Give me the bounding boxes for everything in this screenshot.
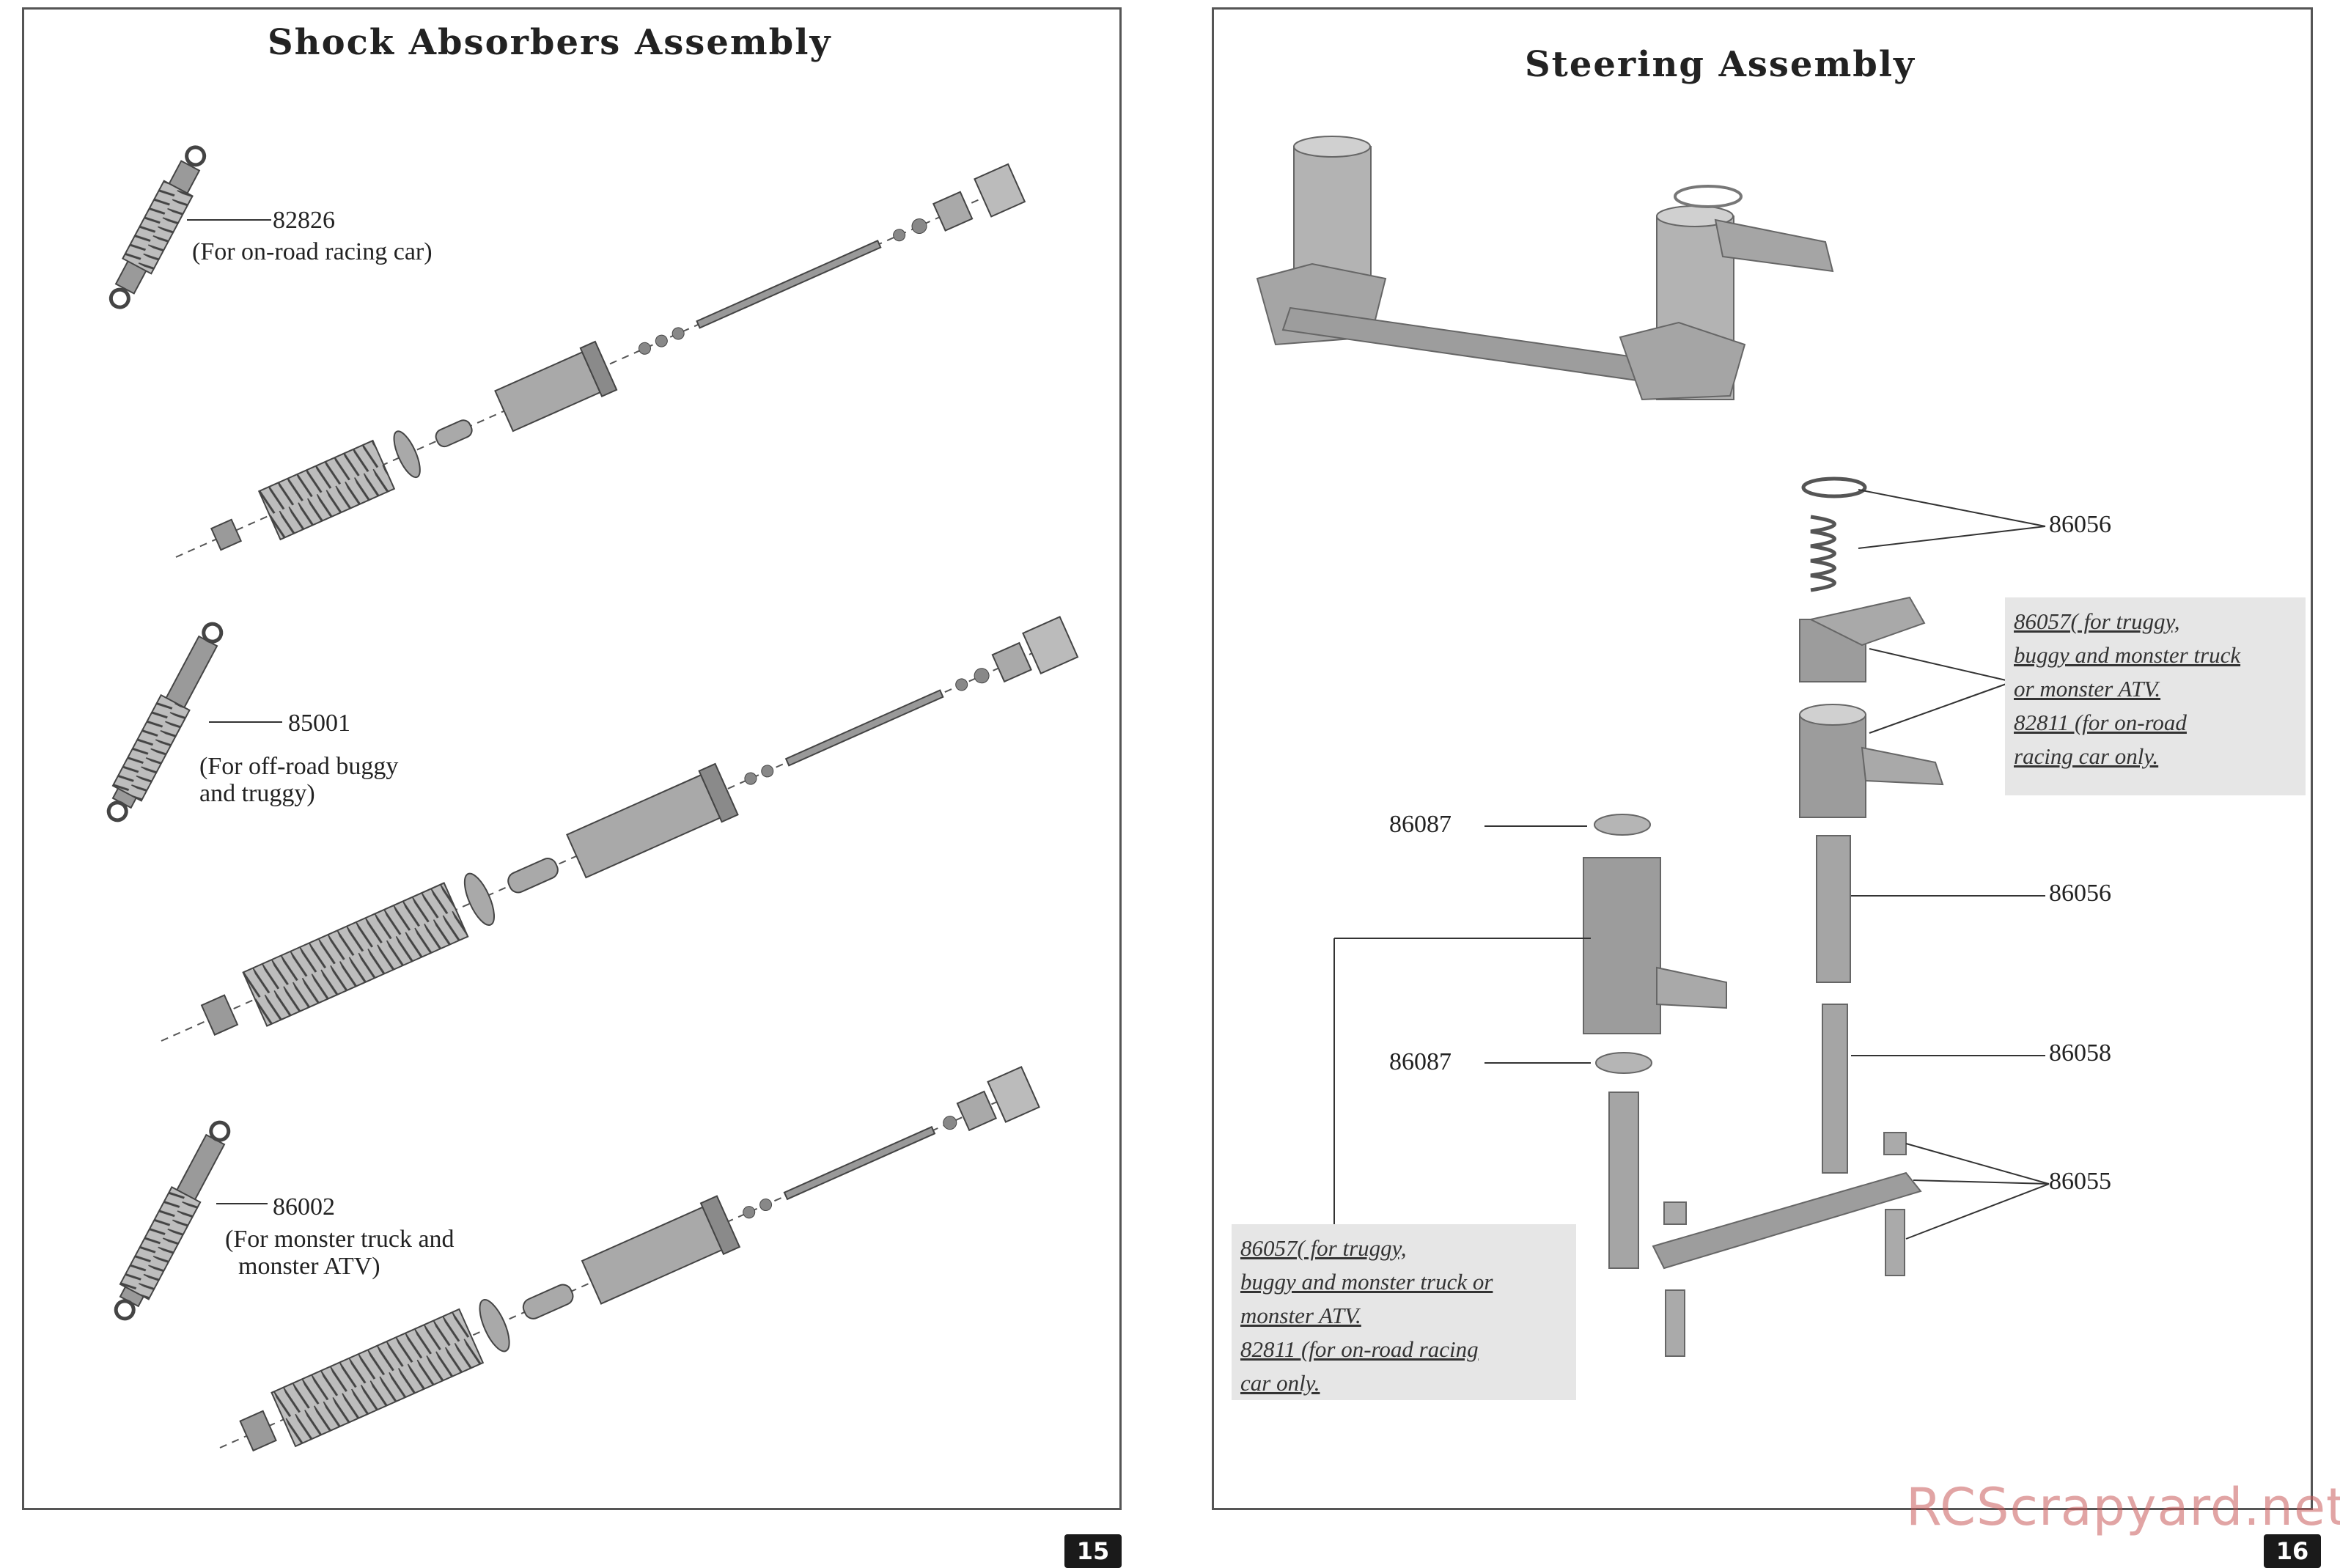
shock-absorbers-title: Shock Absorbers Assembly [268,22,832,63]
part-desc-86002-line1: (For monster truck and [225,1226,455,1253]
note-top-line-3: or monster ATV. [2014,676,2161,702]
note-top-line-5: racing car only. [2014,743,2159,769]
steering-assembled [1256,136,1834,401]
part-label-86058: 86058 [2049,1039,2111,1067]
steering-assembly-title: Steering Assembly [1525,44,1916,85]
leader-lines [1333,489,2050,1240]
page-number-left: 15 [1064,1534,1122,1568]
note-box-bottom: 86057( for truggy, buggy and monster tru… [1232,1224,1576,1400]
note-bottom-line-2: buggy and monster truck or [1240,1269,1493,1295]
note-top-line-1: 86057( for truggy, [2014,608,2180,634]
shock-icon-85001 [106,622,224,822]
watermark: RCScrapyard.net [1906,1477,2340,1537]
part-label-86055: 86055 [2049,1168,2111,1195]
steering-exploded [1583,476,1944,1357]
shock-3-exploded [219,1066,1040,1452]
note-bottom-line-1: 86057( for truggy, [1240,1235,1407,1261]
shock-2-exploded [161,616,1079,1042]
left-page-frame [22,7,1122,1510]
part-label-86056-post: 86056 [2049,880,2111,907]
part-desc-82826: (For on-road racing car) [192,238,433,265]
shock-1-exploded [175,163,1026,558]
part-label-82826: 82826 [273,207,335,234]
note-bottom-line-4: 82811 (for on-road racing [1240,1336,1479,1362]
note-top-line-2: buggy and monster truck [2014,642,2241,668]
part-desc-86002-line2: monster ATV) [238,1253,380,1280]
note-bottom-line-3: monster ATV. [1240,1303,1361,1328]
shock-icon-82826 [108,145,207,309]
part-label-86087-top: 86087 [1389,811,1452,838]
part-label-85001: 85001 [288,710,350,737]
part-label-86056-spring: 86056 [2049,511,2111,538]
part-label-86002: 86002 [273,1193,335,1221]
part-desc-85001-line2: and truggy) [199,780,315,807]
note-top-line-4: 82811 (for on-road [2014,710,2187,735]
shock-icon-86002 [114,1120,231,1321]
part-desc-85001-line1: (For off-road buggy [199,753,399,780]
part-label-86087-bottom: 86087 [1389,1048,1452,1075]
note-box-top: 86057( for truggy, buggy and monster tru… [2005,597,2306,795]
note-bottom-line-5: car only. [1240,1370,1320,1396]
page-number-right: 16 [2264,1534,2321,1568]
